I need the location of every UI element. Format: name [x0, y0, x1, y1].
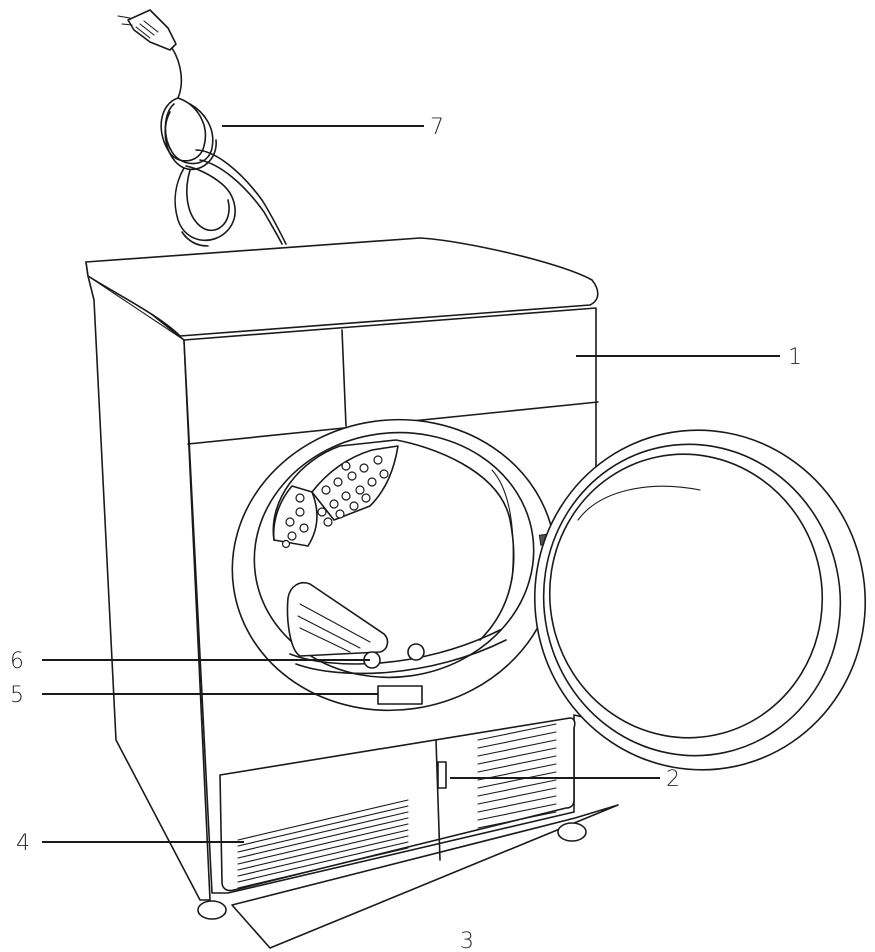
- leader-lines: [42, 125, 780, 843]
- drum-perforations: [281, 455, 389, 549]
- callout-4: 4: [16, 831, 30, 856]
- callout-2: 2: [666, 767, 680, 792]
- open-door: [533, 429, 867, 771]
- floor-mat: [231, 804, 619, 949]
- front-left-foot: [197, 900, 227, 920]
- front-right-foot: [557, 822, 587, 842]
- callout-7: 7: [430, 115, 444, 140]
- callout-3: 3: [460, 929, 474, 952]
- callout-6: 6: [10, 649, 24, 674]
- condenser-vent: [237, 799, 409, 889]
- door-opening: [231, 418, 560, 712]
- callout-1: 1: [788, 345, 802, 370]
- plinth: [197, 717, 587, 920]
- callout-5: 5: [10, 683, 24, 708]
- power-cord: [117, 9, 287, 247]
- callout-labels: 7 1 6 5 2 4 3: [10, 115, 802, 952]
